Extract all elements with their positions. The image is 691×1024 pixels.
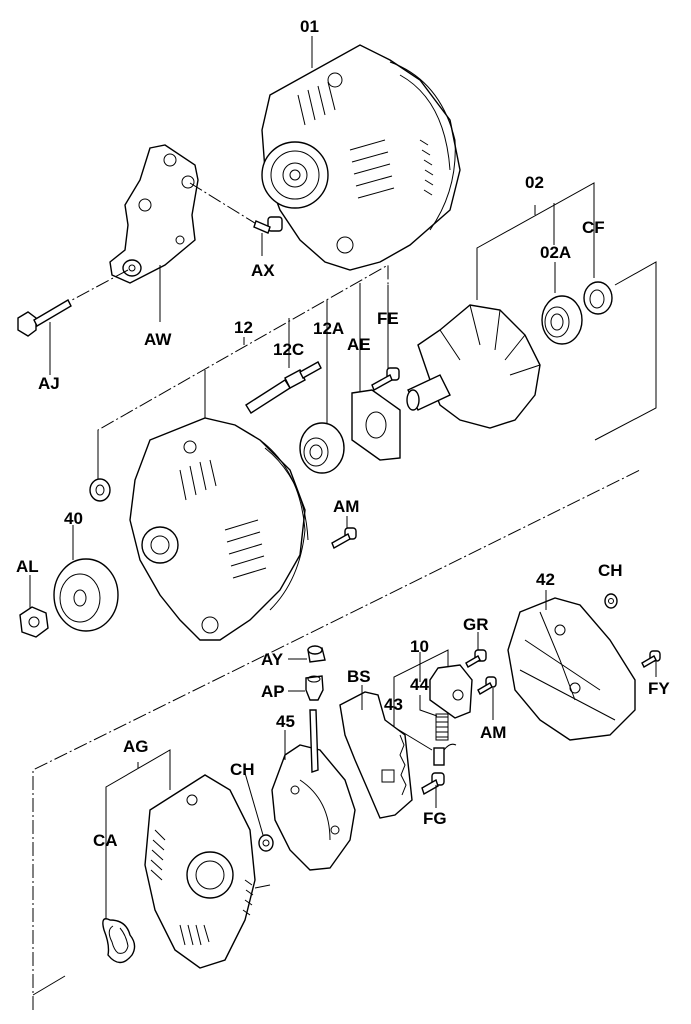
nut-al-drawing xyxy=(19,606,49,638)
cap-ay-drawing xyxy=(307,645,326,663)
label-fe[interactable]: FE xyxy=(377,309,399,328)
bracket-lower xyxy=(32,469,641,1010)
label-02[interactable]: 02 xyxy=(525,173,544,192)
bolt-ax-drawing xyxy=(253,216,283,234)
rear-frame-drawing xyxy=(144,774,271,969)
label-01[interactable]: 01 xyxy=(300,17,319,36)
screw-am-drawing xyxy=(331,527,357,550)
label-12a[interactable]: 12A xyxy=(313,319,344,338)
stud-12c-drawing xyxy=(245,361,322,414)
bracket-lower-foot xyxy=(32,975,66,996)
pulley-drawing xyxy=(53,558,119,632)
label-42[interactable]: 42 xyxy=(536,570,555,589)
bracket-12 xyxy=(97,264,389,470)
screw-fy-drawing xyxy=(641,650,661,668)
label-aw[interactable]: AW xyxy=(144,330,172,349)
label-02a[interactable]: 02A xyxy=(540,243,571,262)
centerline-ax xyxy=(189,182,259,226)
label-aj[interactable]: AJ xyxy=(38,374,60,393)
centerline-aj xyxy=(71,269,129,301)
label-cf[interactable]: CF xyxy=(582,218,605,237)
bracket-02 xyxy=(476,182,595,300)
insulator-ap-drawing xyxy=(305,675,324,701)
label-ax[interactable]: AX xyxy=(251,261,275,280)
bearing-02a-drawing xyxy=(541,295,583,345)
nut-ch2-drawing xyxy=(258,834,274,852)
brush-43-drawing xyxy=(433,743,457,766)
washer-drawing xyxy=(89,478,111,502)
leader-ch2 xyxy=(244,772,264,836)
alternator-assembly-drawing xyxy=(261,44,461,271)
label-12[interactable]: 12 xyxy=(234,318,253,337)
label-ag[interactable]: AG xyxy=(123,737,149,756)
bolt-aj-drawing xyxy=(17,299,72,337)
label-ch2[interactable]: CH xyxy=(230,760,255,779)
label-ae[interactable]: AE xyxy=(347,335,371,354)
screw-fe-drawing xyxy=(371,367,400,391)
label-ch[interactable]: CH xyxy=(598,561,623,580)
label-al[interactable]: AL xyxy=(16,557,39,576)
clip-ca-drawing xyxy=(102,918,136,964)
frame-12-drawing xyxy=(129,417,309,641)
leader-44 xyxy=(419,695,438,717)
label-40[interactable]: 40 xyxy=(64,509,83,528)
bracket-rotor-right xyxy=(594,261,657,441)
label-10[interactable]: 10 xyxy=(410,637,429,656)
brush-holder-drawing xyxy=(339,691,413,819)
label-gr[interactable]: GR xyxy=(463,615,489,634)
label-fg[interactable]: FG xyxy=(423,809,447,828)
label-12c[interactable]: 12C xyxy=(273,340,304,359)
cover-cf-drawing xyxy=(583,281,613,315)
label-43[interactable]: 43 xyxy=(384,695,403,714)
screw-am2-drawing xyxy=(477,676,497,695)
label-bs[interactable]: BS xyxy=(347,667,371,686)
label-ay[interactable]: AY xyxy=(261,650,284,669)
label-am2[interactable]: AM xyxy=(480,723,506,742)
spring-44-drawing xyxy=(435,713,449,741)
rectifier-drawing xyxy=(271,709,356,871)
label-45[interactable]: 45 xyxy=(276,712,295,731)
label-ap[interactable]: AP xyxy=(261,682,285,701)
screw-gr-drawing xyxy=(465,649,487,668)
rear-cover-drawing xyxy=(507,597,636,741)
nut-ch-drawing xyxy=(604,593,618,609)
bearing-12a-drawing xyxy=(299,422,345,474)
screw-fg-drawing xyxy=(421,772,445,796)
label-am[interactable]: AM xyxy=(333,497,359,516)
rotor-drawing xyxy=(406,304,541,429)
mounting-bracket-drawing xyxy=(109,144,199,284)
label-44[interactable]: 44 xyxy=(410,675,429,694)
bracket-10 xyxy=(393,649,449,760)
label-fy[interactable]: FY xyxy=(648,679,670,698)
label-ca[interactable]: CA xyxy=(93,831,118,850)
plate-ae-drawing xyxy=(351,389,401,461)
regulator-drawing xyxy=(429,664,473,719)
